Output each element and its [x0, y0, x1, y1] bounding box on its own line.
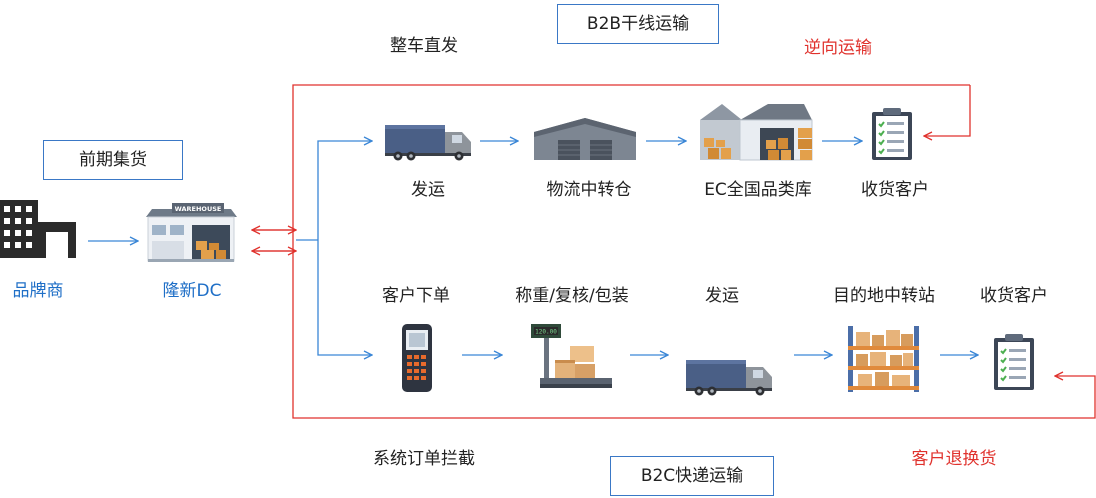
warehouse-icon: WAREHOUSE [146, 203, 237, 262]
pre-collect-label: 前期集货 [79, 150, 147, 170]
scale-icon: 120.00 [531, 324, 612, 388]
ec-warehouse-icon [700, 104, 813, 161]
bot-weigh-label: 称重/复核/包装 [515, 286, 629, 306]
bot-ship-label: 发运 [705, 286, 739, 306]
branch-bottom [317, 240, 372, 355]
depot-icon [534, 118, 636, 160]
reverse-flow-loop [924, 85, 971, 136]
intercept-label: 系统订单拦截 [373, 449, 475, 469]
bot-transfer-label: 目的地中转站 [833, 286, 935, 306]
bot-receive-label: 收货客户 [980, 286, 1048, 306]
pre-collect-box: 前期集货 [43, 140, 183, 180]
top-ship-label: 发运 [411, 180, 445, 200]
return-label: 客户退换货 [911, 449, 997, 469]
checklist-icon [872, 108, 912, 160]
shelf-icon [848, 326, 919, 392]
full-truck-label: 整车直发 [390, 36, 458, 56]
top-transfer-label: 物流中转仓 [546, 180, 632, 200]
checklist-icon [994, 334, 1034, 390]
b2c-title-box: B2C快递运输 [610, 456, 774, 496]
truck-icon [686, 360, 772, 396]
reverse-label: 逆向运输 [804, 38, 872, 58]
top-ec-label: EC全国品类库 [704, 180, 812, 200]
branch-top [317, 141, 372, 240]
warehouse-sign: WAREHOUSE [175, 205, 222, 213]
brand-label: 品牌商 [12, 281, 64, 301]
bot-order-label: 客户下单 [382, 286, 450, 306]
scanner-icon [402, 324, 432, 392]
b2b-title-box: B2B干线运输 [557, 4, 719, 44]
b2c-title: B2C快递运输 [640, 466, 744, 486]
truck-icon [385, 125, 471, 161]
reverse-frame [292, 84, 1096, 419]
b2b-title: B2B干线运输 [586, 14, 690, 34]
top-receive-label: 收货客户 [861, 180, 929, 200]
scale-display: 120.00 [535, 329, 557, 336]
building-icon [0, 200, 76, 258]
dc-label: 隆新DC [162, 281, 222, 301]
